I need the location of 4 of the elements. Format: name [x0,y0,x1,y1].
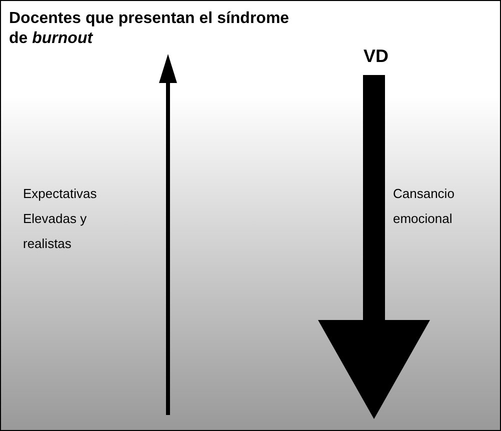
title: Docentes que presentan el síndrome de burnout [9,9,290,49]
arrow-caption: Expectativas Elevadas y realistas [23,185,98,253]
arrow-caption: Cansancio emocional [393,185,456,228]
variable-label: VD [362,45,390,67]
